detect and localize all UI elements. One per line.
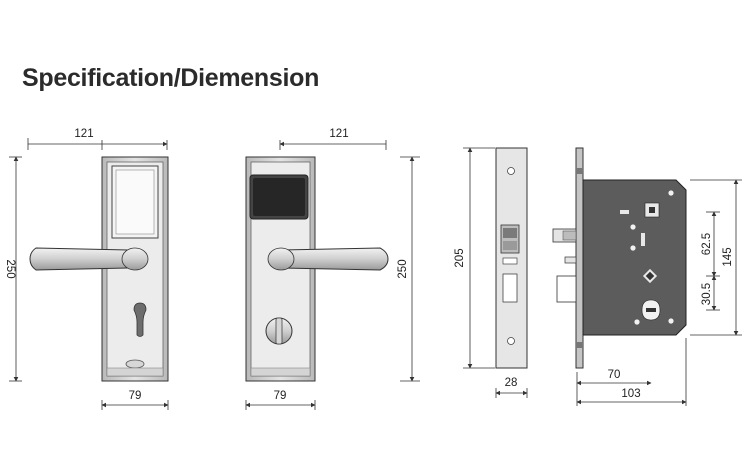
mortise-rivet-3	[630, 245, 636, 251]
faceplate-thickness-label: 28	[505, 377, 518, 389]
faceplate-height-dimension	[463, 147, 495, 369]
back-height-label: 250	[397, 259, 409, 278]
back-width-bottom-label: 79	[274, 390, 287, 402]
mortise-rivet-2	[630, 224, 636, 230]
mortise-diamond-hole	[645, 271, 655, 281]
mortise-slot-vertical	[641, 233, 645, 246]
latch-bolt-upper	[503, 228, 517, 238]
back-width-top-dimension	[279, 140, 387, 150]
front-view: 121 250 79	[4, 128, 169, 410]
mortise-rivet-4	[668, 318, 674, 324]
front-plate-base	[106, 367, 164, 377]
mortise-rivet-5	[634, 319, 640, 325]
mortise-view: 145 62.5 30.5 70 103	[552, 147, 742, 406]
mortise-upper-label: 62.5	[701, 233, 713, 255]
mortise-cylinder-slot	[646, 308, 656, 312]
front-bottom-slot	[125, 359, 145, 369]
page-title: Specification/Diemension	[22, 64, 320, 92]
back-handle-rose	[267, 247, 295, 271]
front-handle-rose	[121, 247, 149, 271]
latch-bolt-lower	[503, 241, 517, 250]
front-width-top-label: 121	[74, 128, 93, 140]
back-display-screen	[253, 178, 305, 216]
faceplate-height-label: 205	[454, 248, 466, 267]
back-view: 121 250 79	[245, 128, 420, 410]
auxiliary-latch	[502, 257, 518, 265]
front-height-label: 250	[4, 259, 16, 278]
mortise-slot-small	[620, 210, 629, 214]
front-height-dimension	[9, 156, 22, 382]
mortise-aux-latch	[564, 256, 577, 264]
mortise-case	[582, 179, 687, 336]
faceplate	[495, 147, 528, 369]
back-width-top-label: 121	[329, 128, 348, 140]
mortise-strip-notch-bottom	[576, 342, 583, 348]
faceplate-thickness-dimension	[495, 388, 528, 398]
keyhole-icon	[133, 302, 147, 337]
faceplate-screw-top	[507, 167, 515, 175]
back-height-dimension	[400, 156, 420, 382]
mortise-deadbolt	[556, 275, 577, 303]
mortise-strip-notch-top	[576, 168, 583, 174]
back-width-bottom-dimension	[245, 400, 316, 410]
front-width-bottom-dimension	[101, 400, 169, 410]
mortise-bottom-dimensions	[576, 338, 687, 406]
mortise-depth-label: 103	[621, 388, 640, 400]
mortise-rivet-1	[668, 190, 674, 196]
back-plate-base	[250, 367, 311, 377]
thumb-turn-knob	[275, 317, 283, 345]
mortise-right-dimensions	[690, 179, 742, 336]
mortise-backset-label: 70	[608, 369, 621, 381]
deadbolt	[502, 273, 518, 303]
mortise-square-hole-top	[649, 207, 655, 213]
faceplate-screw-bottom	[507, 337, 515, 345]
front-width-bottom-label: 79	[129, 390, 142, 402]
mortise-front-strip	[575, 147, 584, 369]
faceplate-view: 205 28	[454, 147, 528, 398]
front-width-top-dimension	[27, 138, 168, 150]
card-reader-inner	[115, 169, 155, 235]
mortise-latch-tip	[562, 230, 577, 241]
mortise-lower-label: 30.5	[701, 283, 713, 305]
mortise-height-label: 145	[722, 247, 734, 266]
